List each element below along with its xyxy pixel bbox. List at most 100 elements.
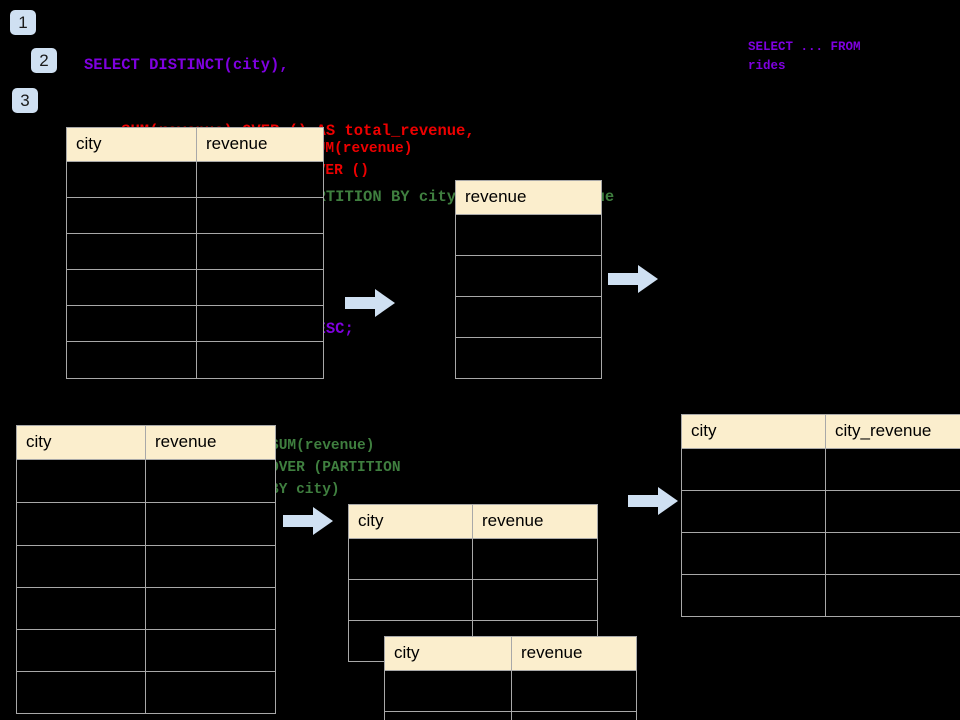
table-row (16, 545, 276, 588)
cell-city (16, 459, 146, 503)
table-source-top: city revenue (66, 127, 324, 379)
table-header-row: city revenue (66, 127, 324, 162)
cell-city (66, 233, 197, 270)
cell-revenue (145, 502, 276, 546)
cell-city-revenue (825, 490, 960, 533)
table-header-row: city revenue (16, 425, 276, 460)
cell-city (66, 161, 197, 198)
cell-revenue (455, 296, 602, 338)
cell-revenue (145, 629, 276, 672)
cell-revenue (455, 214, 602, 256)
step-badge-1-label: 1 (18, 13, 28, 32)
cell-city (348, 538, 473, 580)
table-row (16, 671, 276, 714)
cell-revenue (145, 671, 276, 714)
table-header-row: city city_revenue (681, 414, 960, 449)
cell-revenue (145, 459, 276, 503)
table-row (16, 629, 276, 672)
column-header-city: city (16, 425, 146, 460)
column-header-city: city (348, 504, 473, 539)
step-badge-1: 1 (10, 10, 36, 35)
table-body (681, 448, 960, 617)
table-row (348, 538, 598, 580)
step-badge-2: 2 (31, 48, 57, 73)
column-header-revenue: revenue (145, 425, 276, 460)
column-header-revenue: revenue (472, 504, 598, 539)
table-row (681, 532, 960, 575)
cell-revenue (196, 341, 324, 379)
cell-revenue (472, 579, 598, 621)
cell-city (681, 490, 826, 533)
cell-city-revenue (825, 448, 960, 491)
callout-sum-over-partition: SUM(revenue) OVER (PARTITION BY city) (270, 438, 401, 498)
cell-city (66, 197, 197, 234)
table-header-row: city revenue (348, 504, 598, 539)
callout-select-from-rides: SELECT ... FROM rides (748, 40, 861, 73)
table-row (16, 459, 276, 503)
cell-city (681, 574, 826, 617)
cell-city-revenue (825, 574, 960, 617)
table-row (681, 490, 960, 533)
cell-revenue (511, 711, 637, 720)
column-header-city: city (384, 636, 512, 671)
cell-revenue (196, 197, 324, 234)
table-row (66, 341, 324, 379)
table-partition-front: city revenue (384, 636, 637, 720)
cell-revenue (455, 255, 602, 297)
column-header-city-revenue: city_revenue (825, 414, 960, 449)
table-row (384, 711, 637, 720)
column-header-revenue: revenue (455, 180, 602, 215)
arrow-right-icon (283, 507, 333, 535)
cell-city (681, 448, 826, 491)
cell-city (66, 269, 197, 306)
cell-city (66, 341, 197, 379)
table-row (66, 305, 324, 342)
table-body (16, 459, 276, 714)
cell-revenue (145, 587, 276, 630)
step-badge-3: 3 (12, 88, 38, 113)
cell-city (16, 545, 146, 588)
cell-city (384, 711, 512, 720)
cell-city-revenue (825, 532, 960, 575)
column-header-revenue: revenue (511, 636, 637, 671)
column-header-revenue: revenue (196, 127, 324, 162)
cell-city (384, 670, 512, 712)
cell-revenue (196, 161, 324, 198)
cell-revenue (145, 545, 276, 588)
arrow-right-icon (345, 289, 395, 317)
arrow-right-icon (628, 487, 678, 515)
table-row (455, 296, 602, 338)
cell-revenue (196, 269, 324, 306)
step-badge-2-label: 2 (39, 51, 49, 70)
column-header-city: city (66, 127, 197, 162)
cell-city (16, 587, 146, 630)
table-row (66, 197, 324, 234)
table-row (681, 574, 960, 617)
table-row (455, 337, 602, 379)
arrow-right-icon (608, 265, 658, 293)
cell-city (348, 579, 473, 621)
cell-revenue (455, 337, 602, 379)
table-row (16, 502, 276, 546)
cell-city (681, 532, 826, 575)
cell-city (16, 502, 146, 546)
table-total-revenue: revenue (455, 180, 602, 379)
cell-city (16, 671, 146, 714)
table-row (66, 233, 324, 270)
table-result: city city_revenue (681, 414, 960, 617)
table-header-row: revenue (455, 180, 602, 215)
sql-line-select: SELECT DISTINCT(city), (84, 56, 289, 74)
cell-revenue (196, 305, 324, 342)
cell-city (66, 305, 197, 342)
table-body (384, 670, 637, 720)
table-row (66, 161, 324, 198)
cell-revenue (511, 670, 637, 712)
table-body (66, 161, 324, 379)
table-row (16, 587, 276, 630)
cell-revenue (472, 538, 598, 580)
table-row (384, 670, 637, 712)
column-header-city: city (681, 414, 826, 449)
step-badge-3-label: 3 (20, 91, 30, 110)
table-row (455, 214, 602, 256)
